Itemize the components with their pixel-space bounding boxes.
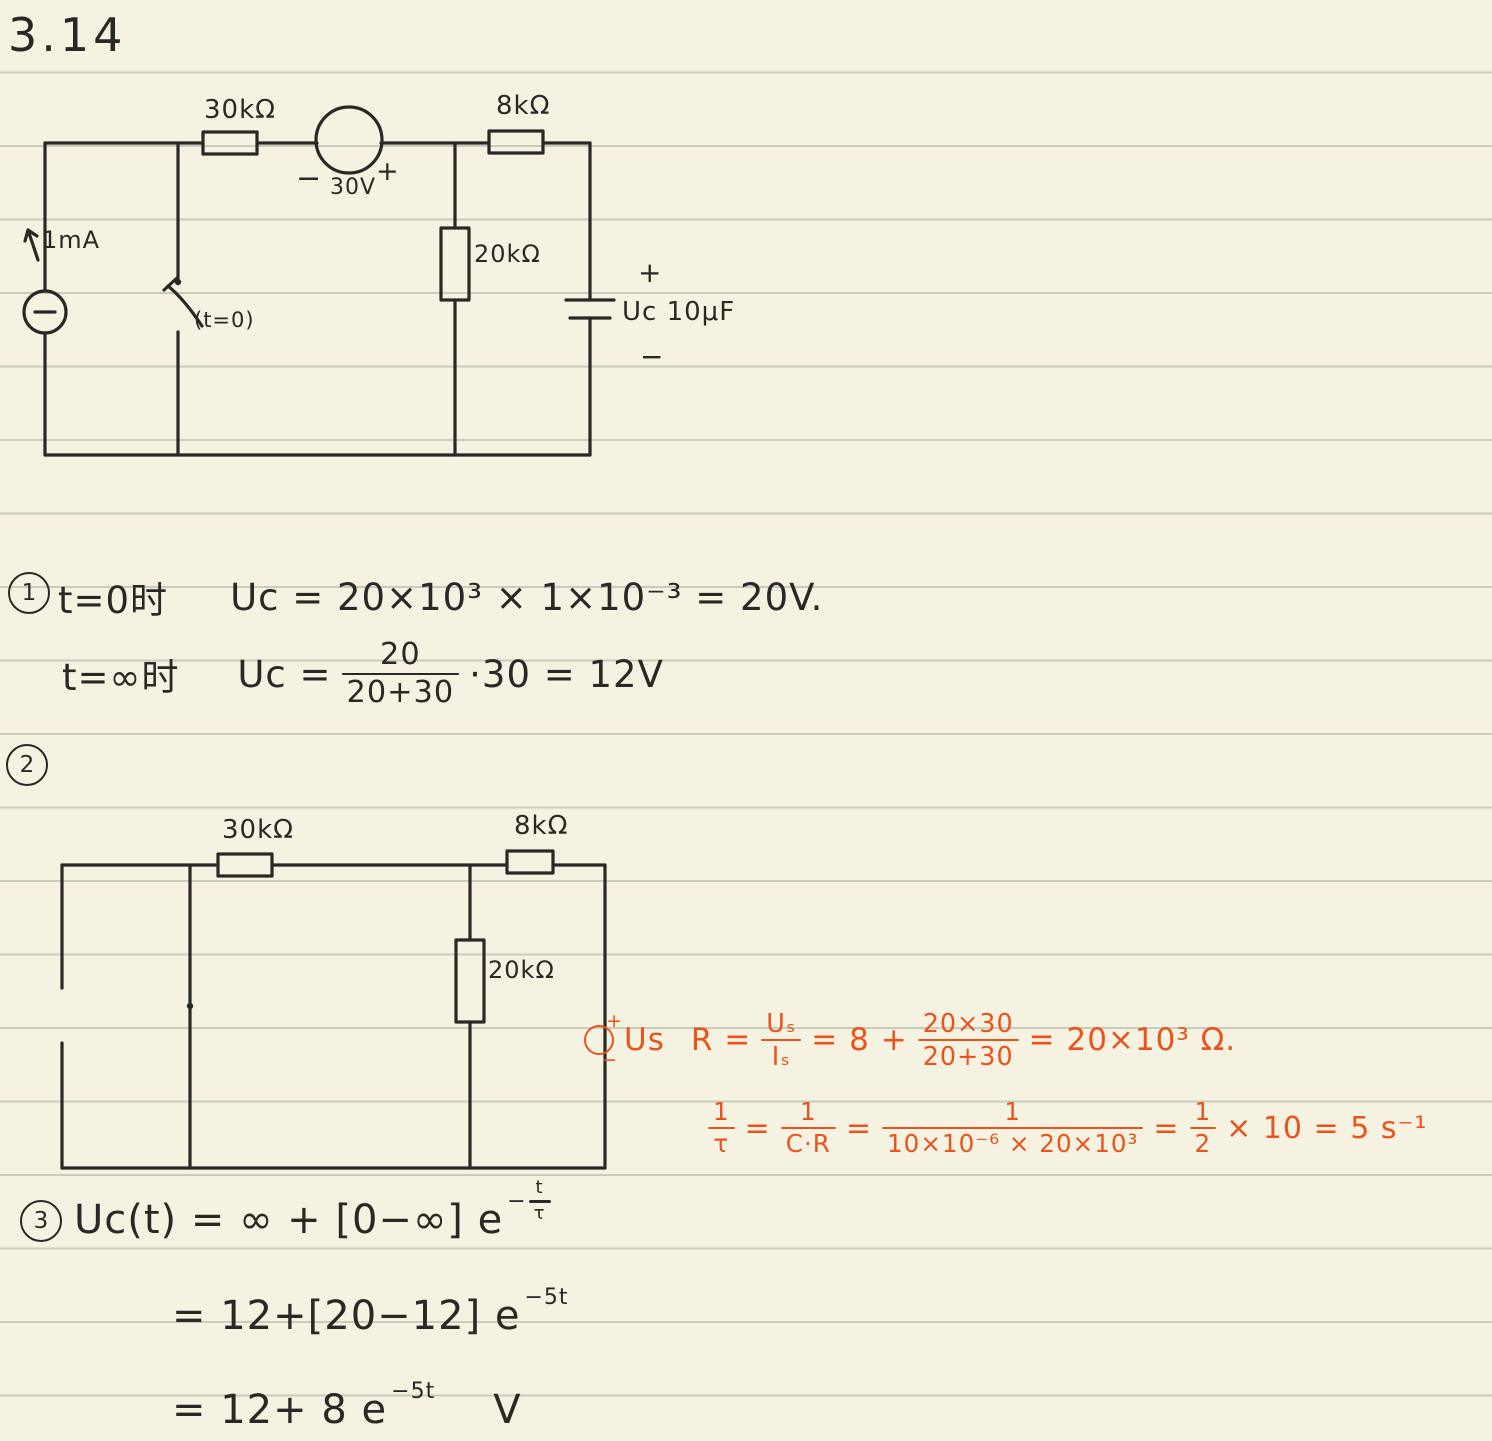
equals-sign: = bbox=[744, 1110, 771, 1146]
step3-marker: 3 bbox=[20, 1200, 62, 1242]
uc-general-formula: Uc(t) = ∞ + [0−∞] e bbox=[74, 1197, 504, 1243]
fraction-denominator: Iₛ bbox=[771, 1041, 791, 1072]
current-arrow-icon bbox=[23, 228, 40, 262]
fraction-numerator: 1 bbox=[1004, 1096, 1022, 1126]
fraction-denominator: 20+30 bbox=[922, 1041, 1014, 1072]
fraction-bar bbox=[1189, 1126, 1217, 1130]
fraction-numerator: 1 bbox=[1194, 1096, 1212, 1126]
fraction-parallel: 20×30 20+30 bbox=[917, 1008, 1019, 1072]
source-value-label: 30V bbox=[330, 175, 376, 200]
fraction-us-over-is: Uₛ Iₛ bbox=[761, 1008, 802, 1072]
resistor-20k-body bbox=[439, 226, 471, 302]
exponent-minus-5t: −5t bbox=[524, 1284, 569, 1310]
capacitor-plus-sign: + bbox=[638, 256, 662, 289]
resistor-20k-body bbox=[454, 938, 486, 1024]
circuit-diagram-1: 30kΩ 8kΩ − 30V + 1mA (t=0) 20kΩ + Uc 10μ… bbox=[22, 91, 735, 457]
switch-label: (t=0) bbox=[194, 308, 255, 332]
step1-uc-rhs: ·30 = 12V bbox=[469, 652, 664, 696]
test-source-minus: − bbox=[601, 1049, 618, 1071]
fraction-denominator: 10×10⁻⁶ × 20×10³ bbox=[887, 1129, 1139, 1159]
fraction-1-over-values: 1 10×10⁻⁶ × 20×10³ bbox=[882, 1096, 1144, 1159]
fraction-bar bbox=[780, 1126, 836, 1130]
uc-final: = 12+ 8 e bbox=[172, 1387, 388, 1433]
resistor-8k-label: 8kΩ bbox=[514, 811, 568, 841]
fraction-denominator: C·R bbox=[785, 1129, 831, 1159]
equals-sign: = bbox=[845, 1110, 873, 1146]
exponent-minus: − bbox=[507, 1188, 527, 1214]
exponent-minus-5t: −5t bbox=[391, 1378, 436, 1404]
source-plus-sign: + bbox=[376, 156, 400, 187]
circuit2-wires bbox=[60, 863, 607, 1170]
step1-line2: t=∞时 Uc = 20 20+30 ·30 = 12V bbox=[62, 632, 664, 716]
step2-marker-number: 2 bbox=[19, 752, 35, 778]
fraction-one-half: 1 2 bbox=[1189, 1096, 1217, 1159]
unit-volts: V bbox=[493, 1387, 522, 1433]
voltage-source-body bbox=[314, 105, 384, 175]
step3-line1: Uc(t) = ∞ + [0−∞] e − t τ bbox=[74, 1178, 553, 1250]
circuit1-wires bbox=[43, 141, 592, 457]
equals-sign: = bbox=[1153, 1110, 1180, 1146]
analysis-tau-line: 1 τ = 1 C·R = 1 10×10⁻⁶ × 20×10³ = 1 2 ×… bbox=[698, 1086, 1427, 1170]
analysis-resistance-line: + − Us R = Uₛ Iₛ = 8 + 20×30 20+30 = 20×… bbox=[582, 998, 1236, 1082]
step1-equation-t0: Uc = 20×10³ × 1×10⁻³ = 20V. bbox=[230, 575, 824, 619]
fraction-numerator: 1 bbox=[713, 1096, 730, 1126]
switch-closed-dot bbox=[186, 1002, 194, 1010]
resistor-8k-body bbox=[487, 129, 545, 155]
step3-marker-number: 3 bbox=[33, 1208, 49, 1234]
step1-condition-t0: t=0时 bbox=[58, 579, 169, 622]
circuit-diagram-2: 30kΩ 8kΩ 20kΩ bbox=[60, 811, 607, 1170]
resistance-mid: = 8 + bbox=[811, 1022, 908, 1058]
step1-marker-number: 1 bbox=[21, 580, 37, 606]
fraction-numerator: 20 bbox=[380, 636, 421, 672]
current-source-body bbox=[22, 289, 68, 335]
fraction-20-over-50: 20 20+30 bbox=[341, 636, 460, 711]
fraction-bar bbox=[761, 1038, 802, 1042]
resistor-30k-body bbox=[201, 130, 259, 156]
step2-marker: 2 bbox=[6, 744, 48, 786]
uc-substituted: = 12+[20−12] e bbox=[172, 1293, 521, 1339]
source-minus-sign: − bbox=[296, 161, 322, 196]
step1-uc-lhs: Uc = bbox=[237, 652, 332, 696]
step3-line2: = 12+[20−12] e −5t bbox=[172, 1284, 569, 1344]
fraction-t-over-tau: t τ bbox=[528, 1177, 551, 1224]
resistor-20k-label: 20kΩ bbox=[474, 240, 541, 268]
resistor-30k-body bbox=[216, 852, 274, 878]
fraction-denominator: 2 bbox=[1194, 1129, 1212, 1159]
resistance-result: = 20×10³ Ω. bbox=[1028, 1022, 1237, 1058]
fraction-numerator: Uₛ bbox=[766, 1008, 797, 1039]
fraction-denominator: τ bbox=[713, 1129, 730, 1159]
test-source-icon: + − bbox=[584, 1010, 622, 1071]
fraction-1-over-cr: 1 C·R bbox=[780, 1096, 836, 1159]
fraction-numerator: 20×30 bbox=[922, 1008, 1014, 1039]
resistor-30k-label: 30kΩ bbox=[204, 95, 276, 125]
fraction-bar bbox=[917, 1038, 1019, 1042]
capacitor-minus-sign: − bbox=[640, 340, 664, 373]
step1-condition-tinf: t=∞时 bbox=[62, 656, 180, 699]
test-source-label: Us bbox=[624, 1022, 665, 1058]
fraction-numerator: 1 bbox=[800, 1096, 817, 1126]
resistor-20k-label: 20kΩ bbox=[488, 956, 555, 984]
step1-marker: 1 bbox=[8, 572, 50, 614]
current-source-label: 1mA bbox=[42, 226, 100, 254]
test-source-plus: + bbox=[606, 1010, 623, 1032]
tau-result: × 10 = 5 s⁻¹ bbox=[1226, 1110, 1428, 1146]
fraction-1-over-tau: 1 τ bbox=[708, 1099, 735, 1157]
fraction-bar bbox=[708, 1126, 735, 1130]
step3-line3: = 12+ 8 e −5t V bbox=[172, 1378, 522, 1438]
fraction-denominator: 20+30 bbox=[346, 675, 455, 711]
fraction-bar bbox=[528, 1200, 551, 1203]
exponent-minus-t-over-tau: − t τ bbox=[507, 1177, 552, 1224]
switch-blade bbox=[162, 276, 204, 328]
fraction-denominator: τ bbox=[533, 1202, 546, 1224]
step1-line1: t=0时 Uc = 20×10³ × 1×10⁻³ = 20V. bbox=[58, 570, 823, 624]
page-title: 3.14 bbox=[8, 8, 127, 62]
resistor-8k-body bbox=[505, 849, 555, 875]
resistor-8k-label: 8kΩ bbox=[496, 91, 550, 121]
resistance-lhs: R = bbox=[690, 1022, 752, 1058]
fraction-bar bbox=[882, 1126, 1144, 1130]
capacitor-label: Uc 10μF bbox=[622, 297, 735, 327]
fraction-bar bbox=[341, 672, 460, 676]
fraction-numerator: t bbox=[535, 1177, 544, 1199]
resistor-30k-label: 30kΩ bbox=[222, 815, 294, 845]
